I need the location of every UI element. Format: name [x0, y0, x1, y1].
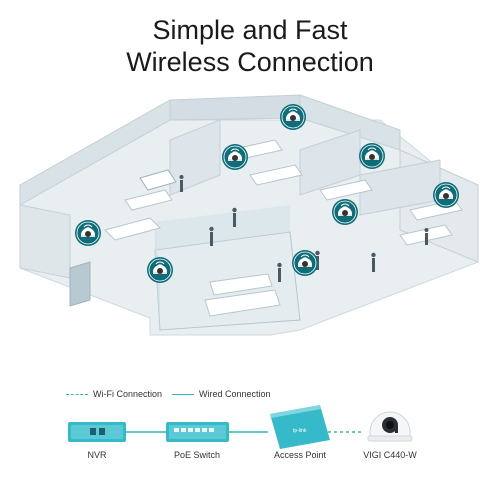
poe-switch-device — [166, 422, 229, 442]
access-point-device: tp-link — [270, 405, 330, 449]
wired-line-swatch — [172, 393, 194, 395]
legend-wired-label: Wired Connection — [199, 389, 271, 399]
meeting-table — [204, 273, 281, 317]
title-line-2: Wireless Connection — [126, 47, 374, 77]
label-camera: VIGI C440-W — [363, 450, 417, 460]
label-nvr: NVR — [87, 450, 107, 460]
page-title: Simple and Fast Wireless Connection — [0, 14, 500, 78]
title-line-1: Simple and Fast — [152, 15, 348, 45]
legend-wifi-label: Wi-Fi Connection — [93, 389, 163, 399]
wifi-line-swatch — [66, 393, 88, 395]
ceiling-access-point — [139, 169, 177, 191]
tp-link-logo: tp-link — [293, 428, 307, 434]
label-poe-switch: PoE Switch — [173, 450, 221, 460]
rack-column — [69, 261, 91, 307]
meeting-room-glass-back — [155, 205, 290, 250]
nvr-device — [68, 422, 126, 442]
legend-wired: Wired Connection — [172, 387, 271, 401]
outer-wall-left — [19, 204, 71, 279]
wifi-camera-icon — [221, 143, 249, 171]
wifi-camera-icon — [331, 198, 359, 226]
wifi-camera-icon — [358, 142, 386, 170]
wifi-camera-icon — [432, 181, 460, 209]
wifi-camera-icon — [279, 103, 307, 131]
legend-wifi: Wi-Fi Connection — [66, 387, 162, 401]
wifi-camera-icon — [146, 256, 174, 284]
camera-device — [367, 411, 413, 442]
label-access-point: Access Point — [273, 450, 327, 460]
wifi-camera-icon — [291, 249, 319, 277]
wifi-camera-icon — [74, 219, 102, 247]
